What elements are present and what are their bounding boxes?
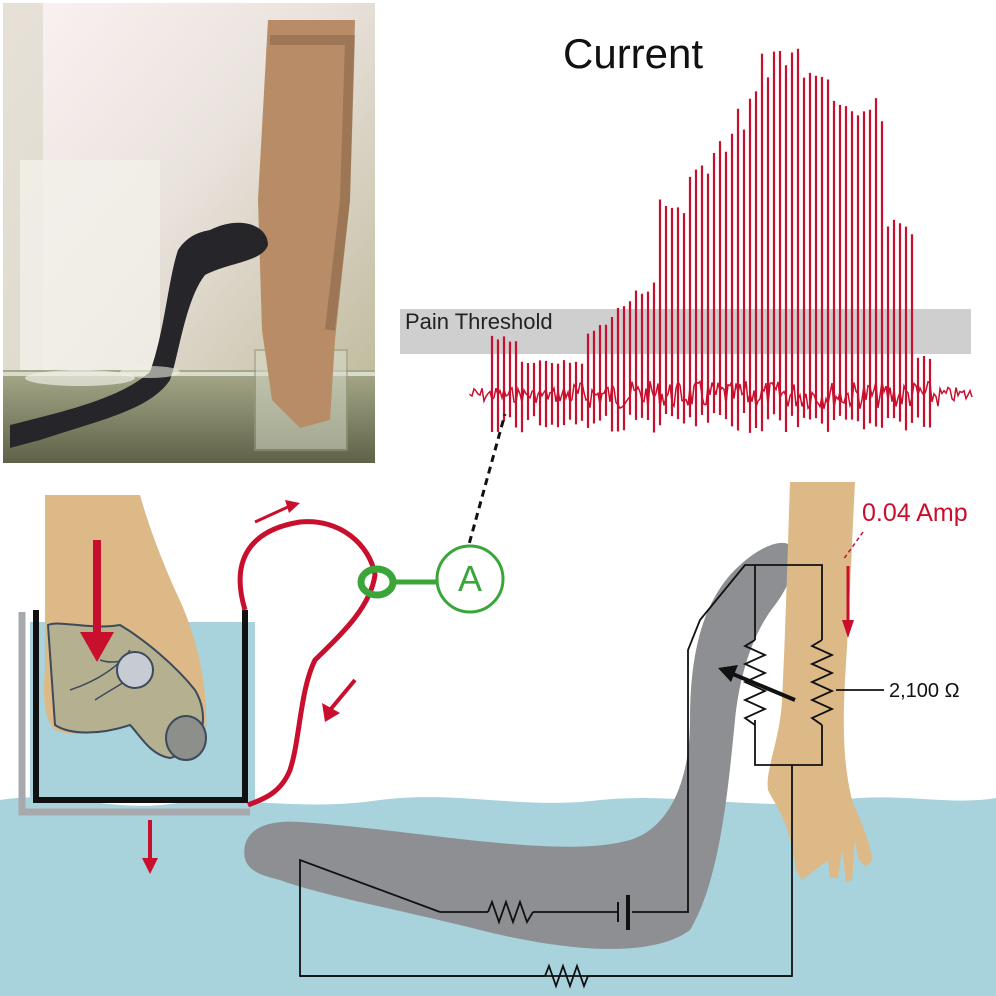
current-trace — [469, 48, 973, 433]
ammeter — [357, 544, 505, 614]
resistance-value-label: 2,100 Ω — [889, 680, 960, 702]
circuit — [299, 564, 884, 977]
resistor-zigzag-icon — [809, 639, 835, 726]
red-wire — [237, 519, 378, 808]
left-hand — [43, 495, 207, 761]
eel-body — [244, 542, 795, 949]
resistor-zigzag-icon — [544, 963, 589, 989]
resistor-zigzag-icon — [487, 899, 534, 925]
trace-connector-dotted — [461, 413, 507, 567]
contact-electrode — [116, 651, 154, 689]
current-title: Current — [563, 30, 704, 77]
variable-resistor-icon — [742, 639, 768, 726]
battery-icon — [617, 895, 630, 930]
variable-arrow — [727, 670, 796, 702]
current-value-label: 0.04 Amp — [862, 499, 968, 527]
photo-inset — [3, 3, 375, 463]
ammeter-circle-icon — [435, 544, 505, 614]
ammeter-label: A — [457, 558, 482, 599]
right-arm — [767, 482, 872, 882]
cup — [18, 610, 250, 816]
pain-threshold-label: Pain Threshold — [405, 309, 553, 334]
amp-leader — [842, 531, 864, 561]
